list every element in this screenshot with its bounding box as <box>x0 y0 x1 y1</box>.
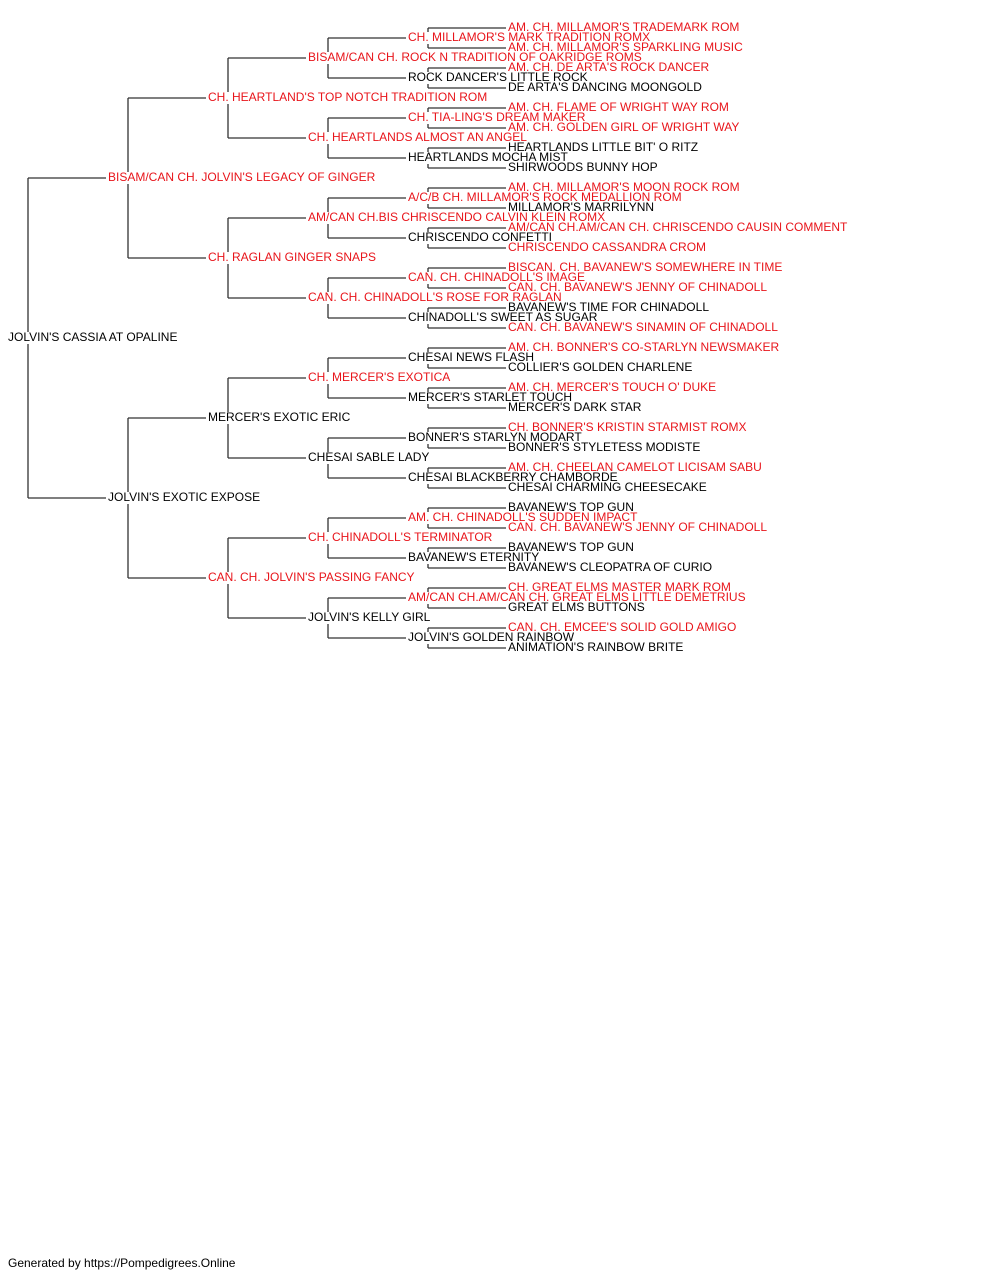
pedigree-name-gen5: CHRISCENDO CASSANDRA CROM <box>508 240 706 254</box>
pedigree-name-gen5: CH. BONNER'S KRISTIN STARMIST ROMX <box>508 420 747 434</box>
pedigree-name-gen5: AM. CH. FLAME OF WRIGHT WAY ROM <box>508 100 729 114</box>
pedigree-name-gen3: CH. MERCER'S EXOTICA <box>308 370 450 384</box>
pedigree-name-gen2: CH. HEARTLAND'S TOP NOTCH TRADITION ROM <box>208 90 487 104</box>
pedigree-name-gen5: CAN. CH. BAVANEW'S JENNY OF CHINADOLL <box>508 280 767 294</box>
pedigree-name-gen5: SHIRWOODS BUNNY HOP <box>508 160 658 174</box>
pedigree-name-gen5: AM. CH. BONNER'S CO-STARLYN NEWSMAKER <box>508 340 780 354</box>
pedigree-name-gen5: AM. CH. CHEELAN CAMELOT LICISAM SABU <box>508 460 762 474</box>
pedigree-name-gen5: CHESAI CHARMING CHEESECAKE <box>508 480 707 494</box>
pedigree-name-gen4: MERCER'S STARLET TOUCH <box>408 390 572 404</box>
pedigree-name-gen3: JOLVIN'S KELLY GIRL <box>308 610 431 624</box>
pedigree-name-gen3: CH. HEARTLANDS ALMOST AN ANGEL <box>308 130 527 144</box>
pedigree-name-gen2: CAN. CH. JOLVIN'S PASSING FANCY <box>208 570 415 584</box>
pedigree-name-gen5: AM. CH. GOLDEN GIRL OF WRIGHT WAY <box>508 120 739 134</box>
pedigree-name-gen5: HEARTLANDS LITTLE BIT' O RITZ <box>508 140 698 154</box>
pedigree-name-gen4: AM/CAN CH.AM/CAN CH. GREAT ELMS LITTLE D… <box>408 590 746 604</box>
pedigree-name-gen1: JOLVIN'S EXOTIC EXPOSE <box>108 490 260 504</box>
pedigree-name-gen5: AM. CH. MILLAMOR'S TRADEMARK ROM <box>508 20 739 34</box>
pedigree-name-gen5: AM. CH. DE ARTA'S ROCK DANCER <box>508 60 710 74</box>
pedigree-name-gen4: BAVANEW'S ETERNITY <box>408 550 539 564</box>
pedigree-name-gen5: COLLIER'S GOLDEN CHARLENE <box>508 360 692 374</box>
pedigree-name-gen5: DE ARTA'S DANCING MOONGOLD <box>508 80 702 94</box>
pedigree-name-gen5: AM/CAN CH.AM/CAN CH. CHRISCENDO CAUSIN C… <box>508 220 848 234</box>
pedigree-name-gen5: BAVANEW'S TOP GUN <box>508 540 634 554</box>
pedigree-name-gen5: BAVANEW'S CLEOPATRA OF CURIO <box>508 560 712 574</box>
pedigree-name-gen5: AM. CH. MERCER'S TOUCH O' DUKE <box>508 380 716 394</box>
pedigree-name-gen5: CAN. CH. EMCEE'S SOLID GOLD AMIGO <box>508 620 736 634</box>
pedigree-name-gen5: BISCAN. CH. BAVANEW'S SOMEWHERE IN TIME <box>508 260 782 274</box>
pedigree-name-gen4: ROCK DANCER'S LITTLE ROCK <box>408 70 588 84</box>
pedigree-name-gen3: CH. CHINADOLL'S TERMINATOR <box>308 530 493 544</box>
pedigree-name-gen4: CHRISCENDO CONFETTI <box>408 230 552 244</box>
pedigree-name-gen5: AM. CH. MILLAMOR'S MOON ROCK ROM <box>508 180 740 194</box>
pedigree-name-gen4: CHESAI NEWS FLASH <box>408 350 534 364</box>
pedigree-name-gen5: AM. CH. MILLAMOR'S SPARKLING MUSIC <box>508 40 743 54</box>
pedigree-name-gen5: CAN. CH. BAVANEW'S SINAMIN OF CHINADOLL <box>508 320 778 334</box>
pedigree-name-gen5: BAVANEW'S TIME FOR CHINADOLL <box>508 300 709 314</box>
pedigree-name-gen3: CHESAI SABLE LADY <box>308 450 429 464</box>
pedigree-name-gen1: BISAM/CAN CH. JOLVIN'S LEGACY OF GINGER <box>108 170 376 184</box>
generated-by-footer: Generated by https://Pompedigrees.Online <box>8 1256 236 1270</box>
pedigree-name-gen4: AM. CH. CHINADOLL'S SUDDEN IMPACT <box>408 510 638 524</box>
pedigree-name-gen5: GREAT ELMS BUTTONS <box>508 600 645 614</box>
pedigree-name-gen5: CH. GREAT ELMS MASTER MARK ROM <box>508 580 731 594</box>
pedigree-name-gen0: JOLVIN'S CASSIA AT OPALINE <box>8 330 177 344</box>
pedigree-name-gen4: BONNER'S STARLYN MODART <box>408 430 582 444</box>
pedigree-name-gen4: CHINADOLL'S SWEET AS SUGAR <box>408 310 598 324</box>
pedigree-name-gen5: BAVANEW'S TOP GUN <box>508 500 634 514</box>
pedigree-name-gen2: CH. RAGLAN GINGER SNAPS <box>208 250 376 264</box>
pedigree-name-gen2: MERCER'S EXOTIC ERIC <box>208 410 351 424</box>
pedigree-name-gen4: CH. TIA-LING'S DREAM MAKER <box>408 110 586 124</box>
pedigree-name-gen4: JOLVIN'S GOLDEN RAINBOW <box>408 630 575 644</box>
pedigree-name-gen5: MERCER'S DARK STAR <box>508 400 642 414</box>
pedigree-name-gen4: A/C/B CH. MILLAMOR'S ROCK MEDALLION ROM <box>408 190 682 204</box>
pedigree-name-gen4: CH. MILLAMOR'S MARK TRADITION ROMX <box>408 30 650 44</box>
pedigree-name-gen3: AM/CAN CH.BIS CHRISCENDO CALVIN KLEIN RO… <box>308 210 605 224</box>
pedigree-name-gen3: CAN. CH. CHINADOLL'S ROSE FOR RAGLAN <box>308 290 562 304</box>
pedigree-name-gen5: ANIMATION'S RAINBOW BRITE <box>508 640 683 654</box>
pedigree-name-gen3: BISAM/CAN CH. ROCK N TRADITION OF OAKRID… <box>308 50 642 64</box>
pedigree-name-gen4: CHESAI BLACKBERRY CHAMBORDE <box>408 470 618 484</box>
pedigree-name-gen5: MILLAMOR'S MARRILYNN <box>508 200 654 214</box>
pedigree-name-gen4: CAN. CH. CHINADOLL'S IMAGE <box>408 270 585 284</box>
pedigree-name-gen5: BONNER'S STYLETESS MODISTE <box>508 440 700 454</box>
pedigree-name-gen4: HEARTLANDS MOCHA MIST <box>408 150 568 164</box>
pedigree-name-gen5: CAN. CH. BAVANEW'S JENNY OF CHINADOLL <box>508 520 767 534</box>
